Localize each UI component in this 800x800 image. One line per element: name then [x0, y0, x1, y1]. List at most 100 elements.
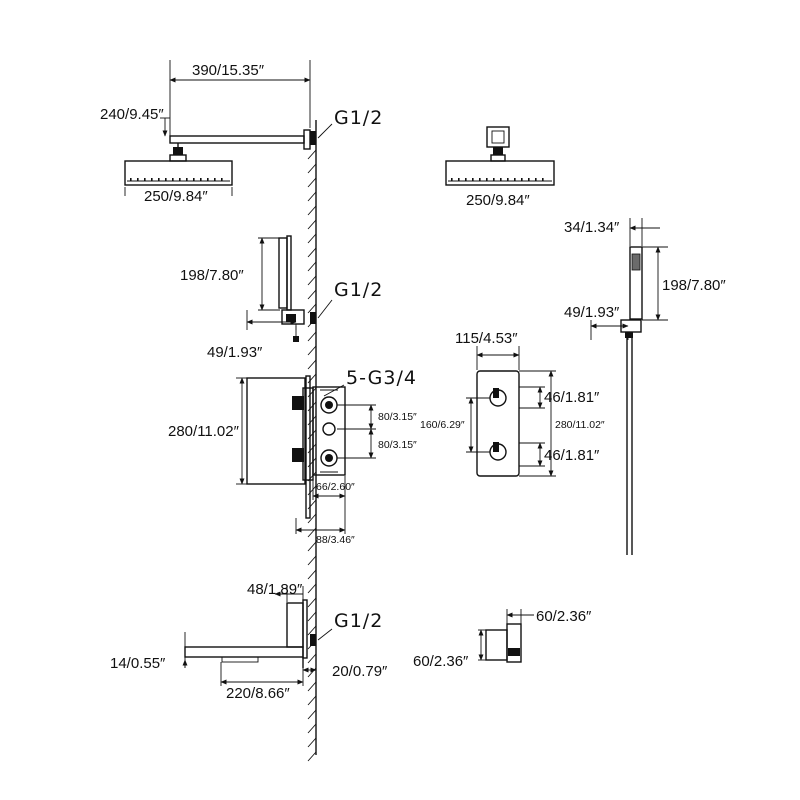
- wall-hatch-mark: [307, 583, 317, 594]
- wall-hatch-mark: [307, 359, 317, 370]
- trim-handle-top-label: 46/1.81″: [544, 389, 600, 406]
- trim-handle-bottom-label: 46/1.81″: [544, 447, 600, 464]
- wall-hatch-mark: [307, 415, 317, 426]
- nozzle-mark: [207, 178, 209, 181]
- spout-thickness-label: 14/0.55″: [110, 655, 166, 672]
- nozzle-mark: [472, 178, 474, 181]
- wall-line: [307, 120, 317, 762]
- trim-height-label: 280/11.02″: [555, 419, 605, 431]
- wall-hatch-mark: [307, 205, 317, 216]
- valve-connection-label: 5-G3/4: [346, 367, 417, 389]
- valve-height-label: 280/11.02″: [168, 423, 240, 440]
- wall-hatch-mark: [307, 331, 317, 342]
- alt-head-width-label: 250/9.84″: [466, 192, 530, 209]
- wall-hatch-mark: [307, 527, 317, 538]
- nozzle-mark: [486, 178, 488, 181]
- arm-length-label: 390/15.35″: [192, 62, 265, 79]
- valve-depth-2-label: 88/3.46″: [316, 534, 355, 546]
- wall-hatch-mark: [307, 723, 317, 734]
- nozzle-mark: [535, 178, 537, 181]
- nozzle-mark: [214, 178, 216, 181]
- wall-hatch-mark: [307, 457, 317, 468]
- nozzle-mark: [172, 178, 174, 181]
- spout-connection-label: G1/2: [334, 610, 383, 632]
- wall-hatch-mark: [307, 737, 317, 748]
- hand-shower-height-label: 198/7.80″: [662, 277, 726, 294]
- wall-hatch-mark: [307, 541, 317, 552]
- wall-hatch-mark: [307, 695, 317, 706]
- tub-spout: [182, 586, 317, 686]
- outlet-width-label: 60/2.36″: [536, 608, 592, 625]
- nozzle-mark: [130, 178, 132, 181]
- nozzle-mark: [507, 178, 509, 181]
- top-connection-label: G1/2: [334, 107, 383, 129]
- diverter-elbow: [246, 235, 316, 342]
- elbow-height-label: 198/7.80″: [180, 267, 244, 284]
- wall-hatch-mark: [307, 443, 317, 454]
- outlet-height-label: 60/2.36″: [413, 653, 469, 670]
- trim-handle-spacing-label: 160/6.29″: [420, 419, 465, 431]
- wall-hatch-mark: [307, 275, 317, 286]
- nozzle-mark: [193, 178, 195, 181]
- valve-depth-1-label: 66/2.60″: [316, 481, 355, 493]
- rain-head-top: [124, 60, 316, 196]
- nozzle-mark: [458, 178, 460, 181]
- hand-shower: [590, 218, 668, 555]
- wall-hatch-mark: [307, 709, 317, 720]
- nozzle-mark: [221, 178, 223, 181]
- valve-body: [236, 375, 376, 534]
- wall-hatch-mark: [307, 219, 317, 230]
- nozzle-mark: [165, 178, 167, 181]
- wall-hatch-mark: [307, 429, 317, 440]
- wall-hatch-mark: [307, 303, 317, 314]
- wall-hatch-mark: [307, 261, 317, 272]
- nozzle-mark: [542, 178, 544, 181]
- wall-hatch-mark: [307, 233, 317, 244]
- rain-head-alt: [445, 126, 555, 186]
- wall-hatch-mark: [307, 597, 317, 608]
- nozzle-mark: [200, 178, 202, 181]
- nozzle-mark: [186, 178, 188, 181]
- wall-hatch-mark: [307, 499, 317, 510]
- wall-hatch-mark: [307, 611, 317, 622]
- wall-hatch-mark: [307, 149, 317, 160]
- nozzle-mark: [521, 178, 523, 181]
- valve-spacing-1-label: 80/3.15″: [378, 411, 417, 423]
- trim-plate: [466, 346, 556, 477]
- wall-hatch-mark: [307, 191, 317, 202]
- spout-back-width-label: 48/1.89″: [247, 581, 303, 598]
- nozzle-mark: [479, 178, 481, 181]
- wall-hatch-mark: [307, 667, 317, 678]
- wall-hatch-mark: [307, 555, 317, 566]
- wall-hatch-mark: [307, 289, 317, 300]
- wall-hatch-mark: [307, 401, 317, 412]
- hand-shower-width-label: 34/1.34″: [564, 219, 620, 236]
- wall-hatch-mark: [307, 485, 317, 496]
- wall-hatch-mark: [307, 163, 317, 174]
- wall-hatch-mark: [307, 751, 317, 762]
- nozzle-mark: [500, 178, 502, 181]
- nozzle-mark: [179, 178, 181, 181]
- elbow-connection-label: G1/2: [334, 279, 383, 301]
- nozzle-mark: [465, 178, 467, 181]
- wall-hatch-mark: [307, 387, 317, 398]
- nozzle-mark: [493, 178, 495, 181]
- wall-hatch-mark: [307, 513, 317, 524]
- elbow-offset-label: 49/1.93″: [207, 344, 263, 361]
- nozzle-mark: [451, 178, 453, 181]
- head-width-label: 250/9.84″: [144, 188, 208, 205]
- wall-hatch-mark: [307, 653, 317, 664]
- wall-hatch-mark: [307, 177, 317, 188]
- nozzle-mark: [514, 178, 516, 181]
- wall-outlet: [478, 609, 534, 663]
- hand-shower-offset-label: 49/1.93″: [564, 304, 620, 321]
- arm-drop-label: 240/9.45″: [100, 106, 164, 123]
- spout-wall-gap-label: 20/0.79″: [332, 663, 388, 680]
- wall-hatch-mark: [307, 625, 317, 636]
- valve-spacing-2-label: 80/3.15″: [378, 439, 417, 451]
- nozzle-mark: [528, 178, 530, 181]
- nozzle-mark: [144, 178, 146, 181]
- wall-hatch-mark: [307, 569, 317, 580]
